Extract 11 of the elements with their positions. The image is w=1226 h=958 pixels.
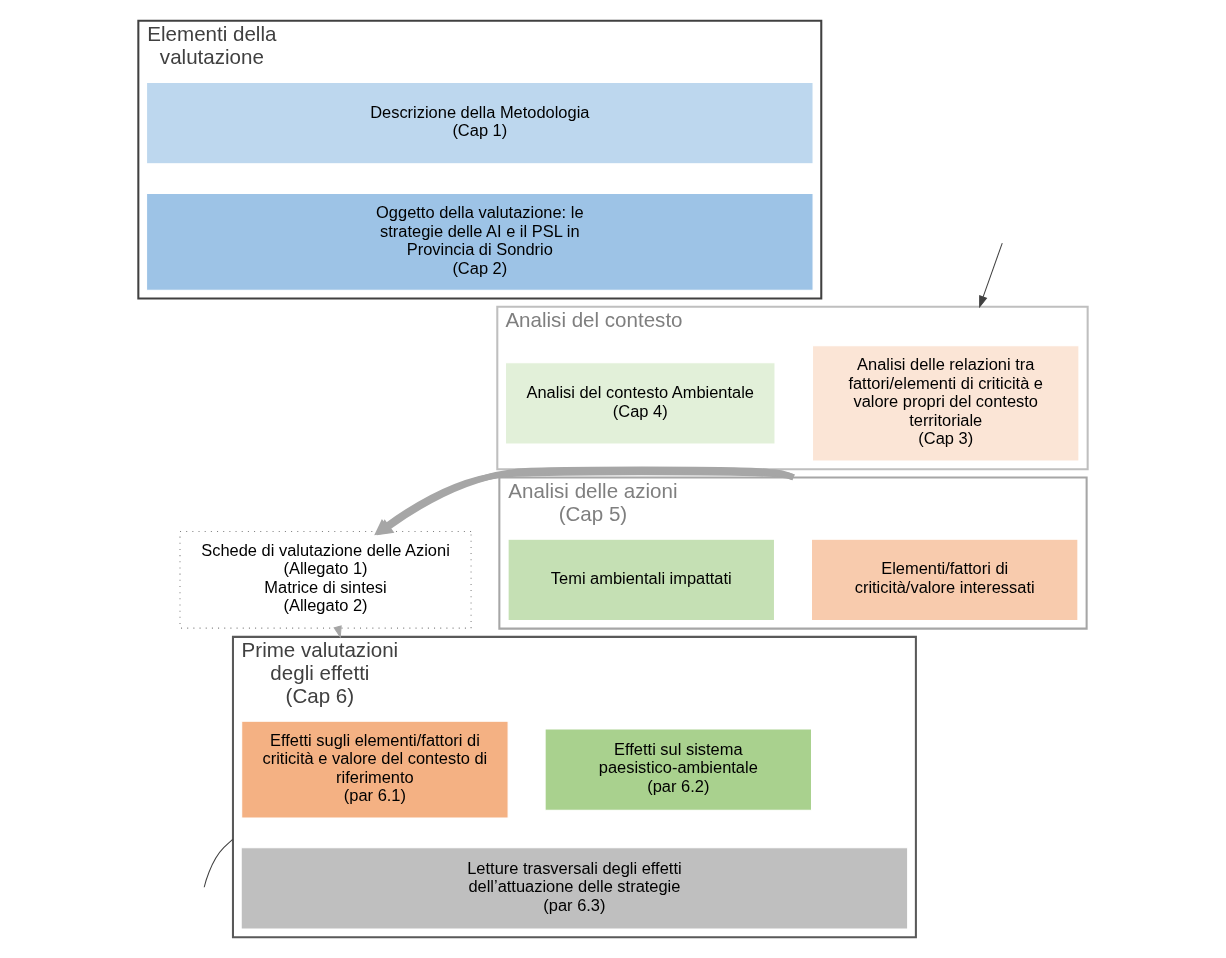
node-box: Oggetto della valutazione: le strategie delle AI e il PSL in Provincia di Sondrio (Cap 2) xyxy=(146,193,814,291)
node-box: Elementi/fattori di criticità/valore interessati xyxy=(811,538,1079,621)
connector xyxy=(203,838,234,888)
node-box: Analisi delle relazioni tra fattori/elementi di criticità e valore propri del contesto territoriale (Cap 3) xyxy=(812,345,1080,462)
node-box: Effetti sugli elementi/fattori di criticità e valore del contesto di riferimento (par 6.1) xyxy=(241,720,509,819)
node-box: Effetti sul sistema paesistico-ambientale (par 6.2) xyxy=(544,728,812,811)
node-box: Letture trasversali degli effetti dell’attuazione delle strategie (par 6.3) xyxy=(240,847,909,930)
node-box: Analisi del contesto Ambientale (Cap 4) xyxy=(505,362,776,445)
arrow xyxy=(979,242,1003,309)
node-box: Descrizione della Metodologia (Cap 1) xyxy=(146,82,814,165)
node-box: Temi ambientali impattati xyxy=(507,538,775,621)
